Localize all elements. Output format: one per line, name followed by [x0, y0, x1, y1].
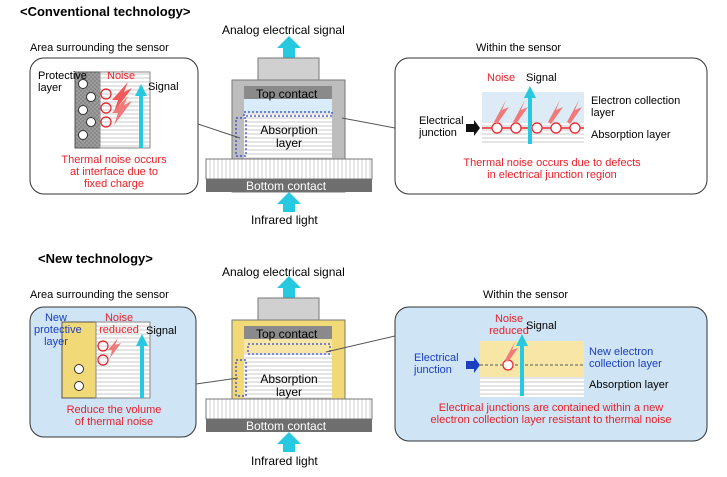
new-left-title: Area surrounding the sensor — [30, 289, 169, 301]
junction-dashed-line — [243, 111, 333, 117]
signal-up-arrow — [277, 36, 301, 58]
conventional-heading: <Conventional technology> — [20, 4, 191, 19]
new-right-bubble — [325, 306, 708, 442]
absorption-layer-label: Absorption layer — [591, 129, 671, 141]
mesa-base — [205, 398, 373, 420]
conventional-infrared-label: Infrared light — [251, 213, 318, 227]
new-bottom-contact-label: Bottom contact — [246, 419, 327, 433]
new-left-bubble — [29, 306, 239, 438]
bottom-contact-bar — [206, 179, 372, 192]
electron-layer — [244, 99, 332, 113]
absorption-layer-region — [244, 353, 332, 399]
new-heading: <New technology> — [38, 251, 153, 266]
signal-label: Signal — [146, 325, 177, 337]
signal-label: Signal — [526, 72, 557, 84]
signal-label: Signal — [526, 320, 557, 332]
mesa-base — [205, 158, 373, 180]
conventional-analog-signal-label: Analog electrical signal — [222, 23, 345, 37]
conventional-right-title: Within the sensor — [476, 42, 561, 54]
infrared-up-arrow — [277, 192, 301, 212]
conventional-right-bubble — [341, 57, 708, 195]
conventional-bottom-contact-label: Bottom contact — [246, 179, 327, 193]
new-top-contact-label: Top contact — [256, 327, 318, 341]
signal-label: Signal — [148, 81, 179, 93]
conventional-top-contact-label: Top contact — [256, 87, 318, 101]
new-sensor — [205, 276, 373, 452]
conventional-left-bubble — [29, 57, 241, 195]
new-right-title: Within the sensor — [483, 289, 568, 301]
infrared-up-arrow — [277, 432, 301, 452]
noise-label: Noise — [107, 70, 136, 82]
bottom-contact-bar — [206, 419, 372, 432]
noise-label: Noise — [487, 72, 516, 84]
new-infrared-label: Infrared light — [251, 454, 318, 468]
new-analog-signal-label: Analog electrical signal — [222, 265, 345, 279]
conventional-sensor — [205, 36, 373, 212]
new-right-caption: Electrical junctions are contained withi… — [430, 402, 672, 427]
electron-layer — [244, 339, 332, 353]
absorption-layer-region — [244, 113, 332, 159]
top-contact-bar — [244, 326, 332, 339]
junction-dashed-line — [247, 343, 331, 355]
conventional-left-title: Area surrounding the sensor — [30, 42, 169, 54]
signal-up-arrow — [277, 276, 301, 298]
top-contact-bar — [244, 86, 332, 99]
absorption-layer-label: Absorption layer — [589, 379, 669, 391]
